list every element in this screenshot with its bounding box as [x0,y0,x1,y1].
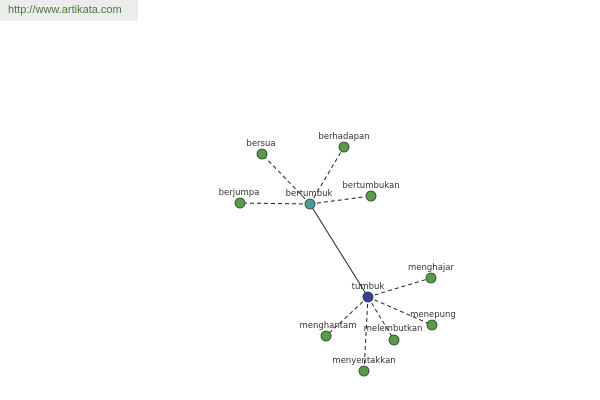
node-menghajar[interactable] [425,272,437,284]
edge-tumbuk-menyentakkan [363,296,369,372]
labels-layer: bertumbuk tumbuk bersua berhadapan berjumpa b… [219,132,456,366]
edge-tumbuk-menghantam [325,296,369,337]
node-label-bertumbuk[interactable]: bertumbuk [286,189,333,199]
edge-bertumbuk-tumbuk [309,203,369,298]
node-bertumbukan[interactable] [365,190,377,202]
node-bertumbuk[interactable] [304,198,316,210]
node-label-melembutkan[interactable]: melembutkan [364,324,423,334]
node-label-berhadapan[interactable]: berhadapan [318,132,369,142]
node-tumbuk[interactable] [362,291,374,303]
node-bersua[interactable] [256,148,268,160]
node-menyentakkan[interactable] [358,365,370,377]
edge-bertumbuk-bersua [261,153,311,205]
node-label-bersua[interactable]: bersua [246,139,275,149]
node-label-menghantam[interactable]: menghantam [299,321,356,331]
node-label-menyentakkan[interactable]: menyentakkan [332,356,395,366]
edge-tumbuk-menepung [367,296,433,326]
edges-layer [239,146,433,372]
node-label-menepung[interactable]: menepung [410,310,456,320]
edge-tumbuk-melembutkan [367,296,395,341]
node-label-berjumpa[interactable]: berjumpa [219,188,260,198]
edge-bertumbuk-berjumpa [239,202,311,205]
edge-tumbuk-menghajar [367,277,432,298]
node-label-menghajar[interactable]: menghajar [408,263,454,273]
node-menghantam[interactable] [320,330,332,342]
node-label-tumbuk[interactable]: tumbuk [352,282,385,292]
edge-bertumbuk-bertumbukan [309,195,372,205]
node-label-bertumbukan[interactable]: bertumbukan [342,181,399,191]
site-url-link[interactable]: http://www.artikata.com [0,0,138,21]
nodes-layer [234,141,438,377]
node-melembutkan[interactable] [388,334,400,346]
node-menepung[interactable] [426,319,438,331]
node-berjumpa[interactable] [234,197,246,209]
node-berhadapan[interactable] [338,141,350,153]
